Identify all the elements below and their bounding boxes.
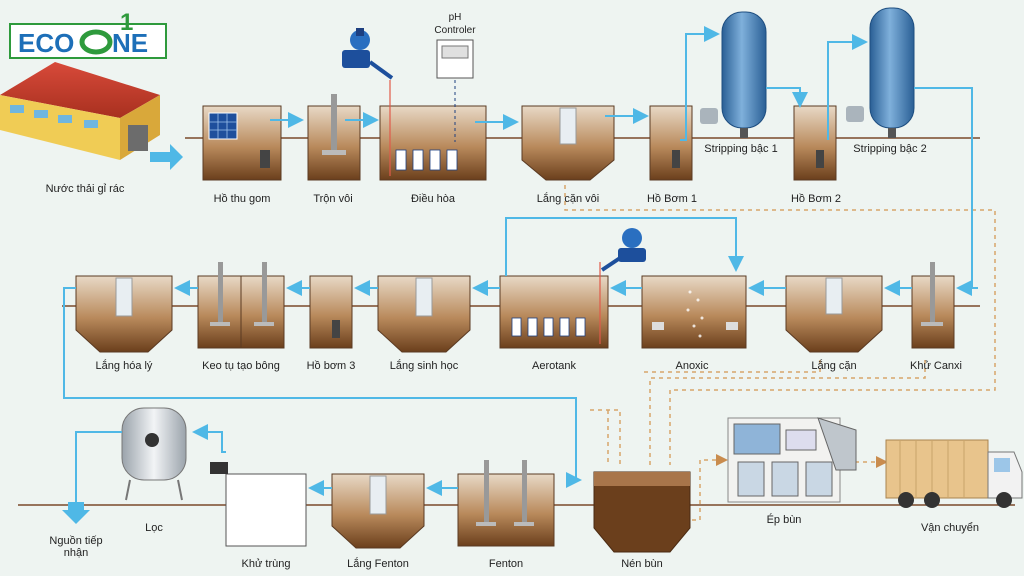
tank-settling	[785, 275, 883, 353]
label-pump-1: Hồ Bơm 1	[646, 193, 698, 205]
blower-2-icon	[600, 228, 646, 272]
logo-digit: 1	[120, 10, 133, 36]
label-pump-2: Hồ Bơm 2	[790, 193, 842, 205]
logo-graphic: ECO NE 1	[9, 10, 167, 59]
tank-anoxic	[641, 275, 747, 349]
label-stripping-1: Stripping bậc 1	[704, 143, 778, 155]
tank-physchem-settling	[75, 275, 173, 353]
flow-arrows-row3	[75, 424, 458, 502]
flow-arrows-row1	[270, 26, 978, 296]
tank-bio-settling	[377, 275, 471, 353]
tank-sludge-thickener	[593, 471, 691, 553]
tank-coagulation	[197, 262, 285, 349]
tank-fenton	[457, 460, 555, 547]
inflow-arrow-icon	[150, 144, 183, 170]
label-source: Nước thải gỉ rác	[45, 183, 125, 195]
tank-disinfection	[210, 462, 307, 547]
label-equalization: Điều hòa	[410, 193, 456, 205]
label-transport: Vận chuyển	[920, 522, 980, 534]
label-physchem-settling: Lắng hóa lý	[95, 360, 153, 372]
stripping-tower-2	[846, 7, 915, 138]
filter-vessel	[121, 407, 187, 501]
label-settling: Lắng cặn	[811, 360, 857, 372]
tank-aerotank	[499, 262, 609, 349]
controller-label: Controler	[434, 25, 476, 36]
label-filter: Lọc	[145, 522, 163, 534]
tank-equalization	[379, 80, 487, 181]
logo-text-2: NE	[112, 28, 148, 58]
tank-lime-settling	[521, 105, 615, 181]
label-pump-3: Hồ bơm 3	[306, 360, 356, 372]
sludge-press-icon	[727, 417, 857, 503]
logo: ECO NE 1	[8, 10, 168, 60]
logo-text: ECO	[18, 28, 74, 58]
outflow-arrow-icon	[62, 502, 90, 524]
logo-leaf-icon	[79, 29, 113, 55]
label-bio-settling: Lắng sinh học	[389, 360, 459, 372]
tank-fenton-settling	[331, 473, 425, 549]
ph-controller-icon	[436, 39, 474, 79]
truck-icon	[885, 439, 1023, 508]
label-lime-settling: Lắng cặn vôi	[536, 193, 600, 205]
label-collection-tank: Hồ thu gom	[213, 193, 271, 205]
tank-lime-mix	[307, 94, 361, 181]
blower-icon	[342, 28, 394, 80]
label-lime-mix: Trộn vôi	[313, 193, 353, 205]
label-sludge-press: Ép bùn	[766, 514, 802, 526]
ph-label: pH	[449, 12, 462, 23]
tank-collection	[202, 105, 282, 181]
label-fenton-settling: Lắng Fenton	[347, 558, 409, 570]
label-receiver: Nguồn tiếp nhận	[49, 535, 103, 559]
label-disinfection: Khử trùng	[241, 558, 291, 570]
label-fenton: Fenton	[488, 558, 524, 570]
label-aerotank: Aerotank	[531, 360, 577, 372]
flow-arrows-row2	[63, 217, 912, 488]
label-coagulation: Keo tụ tạo bông	[202, 360, 280, 372]
stripping-tower-1	[700, 11, 767, 138]
label-thickener: Nén bùn	[621, 558, 663, 570]
label-anoxic: Anoxic	[675, 360, 709, 372]
label-stripping-2: Stripping bậc 2	[853, 143, 927, 155]
label-decalcification: Khử Canxi	[910, 360, 962, 372]
tank-decalcification	[911, 262, 955, 349]
tank-pump-2	[793, 105, 837, 181]
tank-pump-3	[309, 275, 353, 349]
factory-icon	[0, 62, 160, 160]
